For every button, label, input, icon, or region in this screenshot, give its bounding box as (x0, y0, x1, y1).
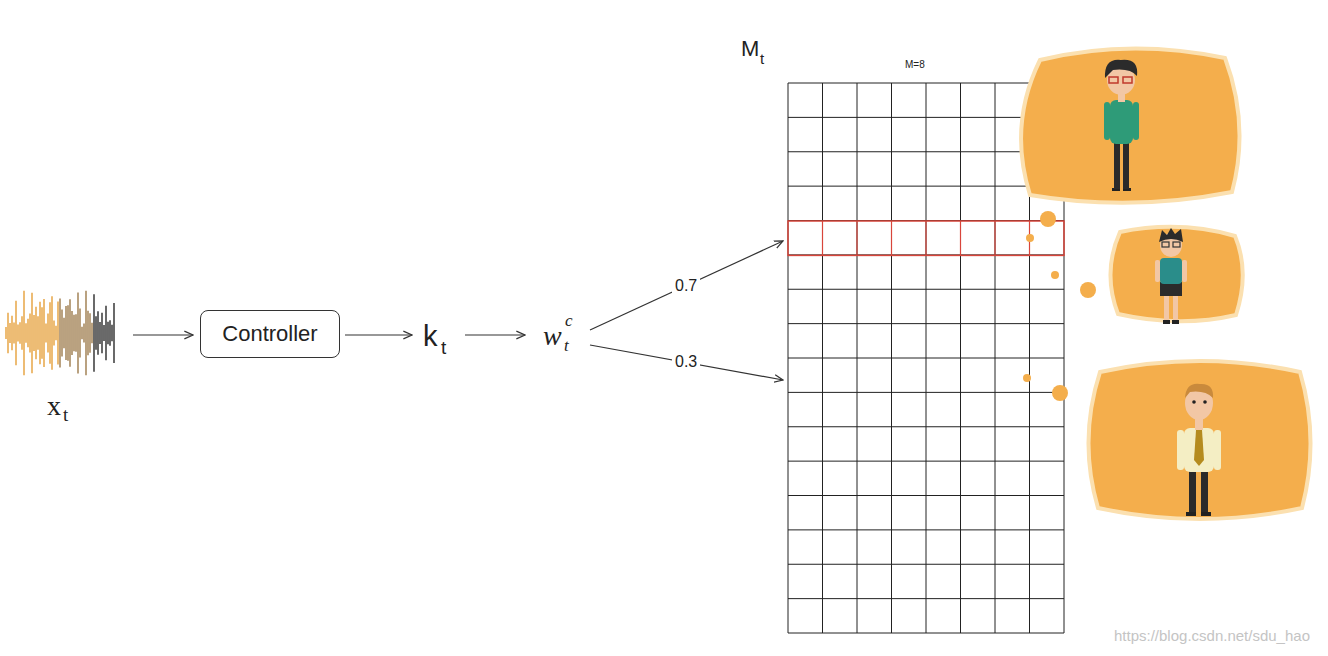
highlighted-cell-line (925, 221, 926, 255)
highlighted-cell-line (856, 221, 857, 255)
waveform-stroke (87, 311, 88, 356)
waveform-stroke (83, 324, 84, 343)
waveform-stroke (15, 301, 16, 365)
variable-name: w (543, 322, 562, 350)
bubble-dots (1023, 211, 1096, 401)
waveform-stroke (47, 313, 48, 352)
waveform-stroke (103, 325, 104, 341)
grid-line (788, 633, 1064, 634)
waveform-stroke (51, 296, 52, 370)
waveform-stroke (5, 327, 6, 339)
grid-line (788, 392, 1064, 393)
waveform-stroke (9, 323, 10, 343)
watermark: https://blog.csdn.net/sdu_hao (1114, 628, 1310, 643)
weight-label: 0.3 (672, 353, 700, 371)
waveform-stroke (79, 309, 80, 358)
variable-name: x (47, 392, 61, 420)
waveform-stroke (75, 314, 76, 352)
waveform-stroke (7, 313, 8, 353)
grid-line (788, 289, 1064, 290)
grid-line (788, 358, 1064, 359)
highlighted-cell-line (960, 221, 961, 255)
waveform-stroke (109, 320, 110, 345)
waveform-stroke (105, 306, 106, 361)
highlighted-cell-line (822, 221, 823, 255)
person-figure (1177, 384, 1221, 516)
waveform-stroke (53, 321, 54, 346)
waveform-stroke (85, 291, 86, 376)
waveform-stroke (69, 299, 70, 366)
waveform-stroke (25, 323, 26, 342)
waveform-stroke (31, 293, 32, 374)
waveform-stroke (67, 305, 68, 361)
highlighted-row (788, 221, 1064, 255)
waveform-stroke (17, 324, 18, 341)
waveform-stroke (45, 323, 46, 342)
waveform-stroke (21, 316, 22, 349)
waveform-stroke (77, 293, 78, 374)
waveform-stroke (39, 302, 40, 365)
waveform-stroke (29, 313, 30, 352)
waveform-stroke (57, 302, 58, 365)
waveform-stroke (49, 302, 50, 364)
process-box: Controller (200, 310, 340, 358)
subscript: t (564, 337, 569, 354)
subscript: t (760, 51, 764, 66)
waveform-stroke (41, 307, 42, 359)
audio-waveform (6, 291, 114, 376)
weight-label: 0.7 (672, 277, 700, 295)
flow-arrows (133, 241, 783, 380)
waveform-stroke (73, 315, 74, 351)
waveform-stroke (71, 311, 72, 355)
grid-line (788, 83, 1064, 84)
waveform-stroke (11, 316, 12, 351)
person-figure (1104, 60, 1139, 191)
waveform-stroke (111, 325, 112, 342)
waveform-stroke (37, 316, 38, 349)
waveform-stroke (43, 299, 44, 367)
grid-line (788, 186, 1064, 187)
waveform-stroke (55, 326, 56, 341)
highlighted-cell-line (994, 221, 995, 255)
subscript: t (441, 338, 446, 357)
waveform-stroke (27, 319, 28, 348)
grid-line (788, 426, 1064, 427)
waveform-stroke (65, 306, 66, 360)
waveform-stroke (107, 322, 108, 344)
waveform-stroke (99, 322, 100, 344)
highlighted-cell-line (891, 221, 892, 255)
matrix-name: M (741, 38, 759, 60)
waveform-stroke (35, 307, 36, 359)
waveform-stroke (59, 299, 60, 368)
highlighted-cells (823, 221, 1030, 255)
waveform-stroke (89, 313, 90, 353)
box-label: Controller (222, 321, 317, 347)
variable-name: k (423, 322, 438, 351)
waveform-stroke (81, 327, 82, 339)
waveform-stroke (97, 311, 98, 355)
waveform-stroke (93, 294, 94, 371)
grid-line (788, 323, 1064, 324)
grid-line (788, 529, 1064, 530)
waveform-stroke (13, 322, 14, 343)
waveform-stroke (101, 313, 102, 354)
person-figure (1155, 228, 1187, 324)
thought-bubbles (1021, 48, 1310, 519)
subscript: t (63, 405, 68, 424)
waveform-stroke (95, 316, 96, 350)
matrix-size: M=8 (905, 60, 925, 70)
waveform-stroke (91, 323, 92, 343)
grid-line (788, 564, 1064, 565)
waveform-stroke (113, 303, 114, 363)
waveform-stroke (19, 322, 20, 343)
waveform-stroke (23, 291, 24, 376)
superscript: c (565, 312, 573, 329)
waveform-stroke (61, 309, 62, 356)
grid-line (788, 461, 1064, 462)
grid-line (788, 598, 1064, 599)
waveform-stroke (33, 315, 34, 351)
waveform-stroke (63, 318, 64, 348)
grid-line (788, 495, 1064, 496)
